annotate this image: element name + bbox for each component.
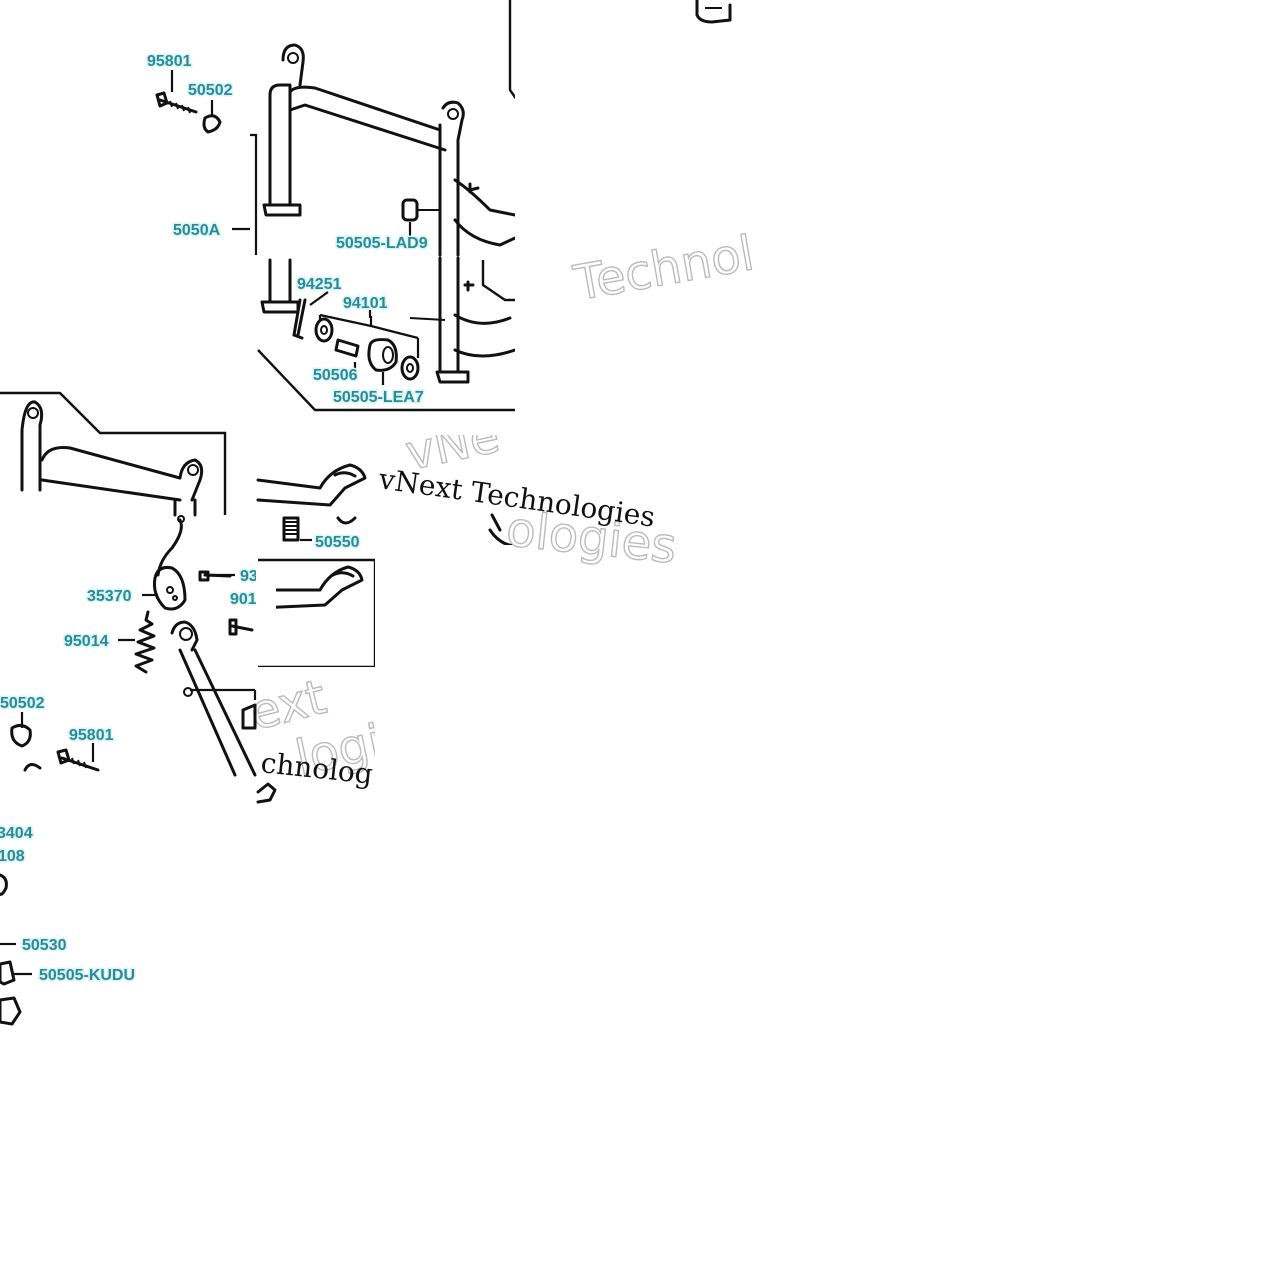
label-94251: 94251 — [297, 276, 342, 293]
label-50505-LAD9: 50505-LAD9 — [336, 235, 428, 252]
sidestand-switch-assembly — [10, 515, 257, 777]
center-stand-main — [155, 43, 517, 257]
top-inset-frame — [508, 0, 732, 101]
label-3404-partial: 3404 — [0, 825, 33, 842]
label-94101: 94101 — [343, 295, 388, 312]
label-50530: 50530 — [22, 937, 67, 954]
label-901-partial: 901 — [230, 591, 257, 608]
label-35370: 35370 — [87, 588, 132, 605]
label-50502-bottom: 50502 — [0, 695, 45, 712]
side-stand-frame — [0, 391, 227, 517]
label-50505-LEA7: 50505-LEA7 — [333, 389, 424, 406]
label-50502-top: 50502 — [188, 82, 233, 99]
label-5050A: 5050A — [173, 222, 221, 239]
label-95801-top: 95801 — [147, 53, 192, 70]
label-95801-bottom: 95801 — [69, 727, 114, 744]
label-50550: 50550 — [315, 534, 360, 551]
label-clip-mask — [256, 570, 276, 610]
label-50505-KUDU: 50505-KUDU — [39, 967, 135, 984]
label-108-partial: 108 — [0, 848, 25, 865]
label-50506: 50506 — [313, 367, 358, 384]
center-stand-pivot-cluster — [257, 256, 517, 412]
part-labels: 95801 50502 5050A 50505-LAD9 94251 94101… — [0, 52, 429, 986]
label-95014: 95014 — [64, 633, 109, 650]
leader-lines — [20, 70, 412, 762]
label-93-partial: 93 — [240, 568, 258, 585]
stand-bottom-parts — [0, 873, 32, 1026]
